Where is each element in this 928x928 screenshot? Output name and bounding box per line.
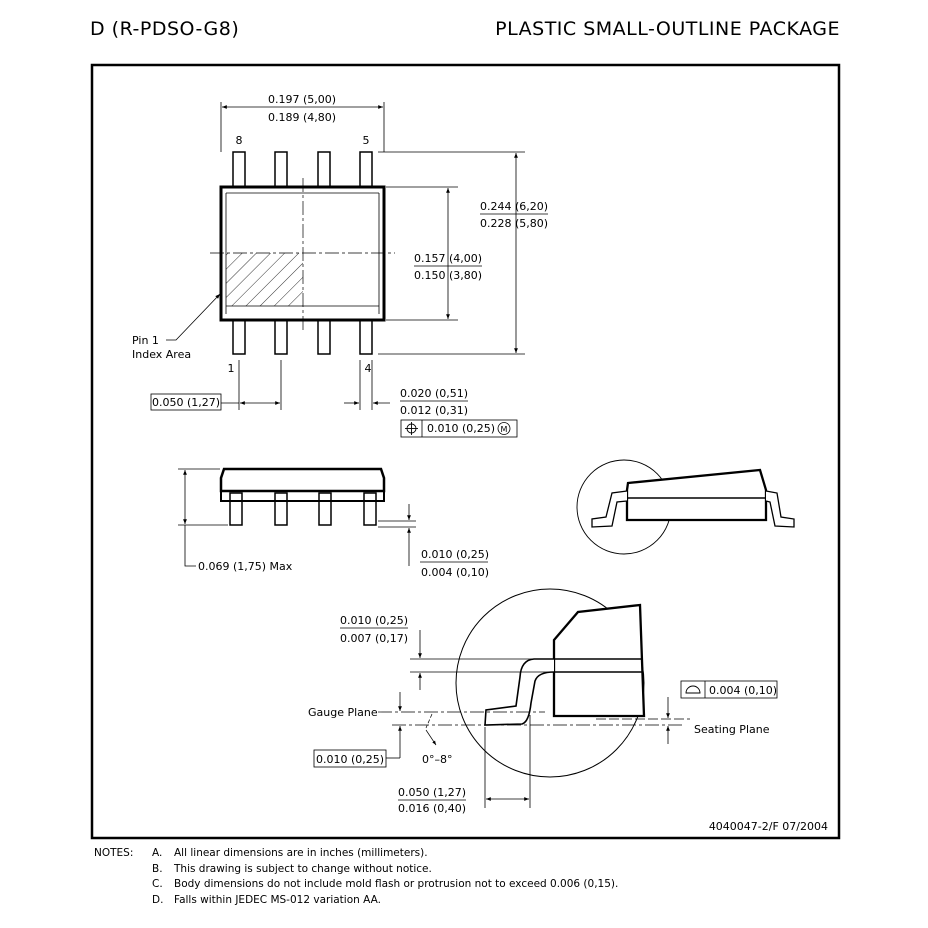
lead-4 bbox=[359, 319, 373, 355]
notes-heading: NOTES: bbox=[94, 847, 134, 859]
detail-view: 0.010 (0,25) 0.007 (0,17) Gauge Plane Se… bbox=[308, 588, 778, 815]
detail-lead bbox=[484, 658, 555, 726]
note-letter: D. bbox=[152, 893, 164, 906]
note-letter: C. bbox=[152, 878, 163, 890]
standoff-max-label: 0.010 (0,25) bbox=[421, 548, 489, 561]
note-row: NOTES: A. All linear dimensions are in i… bbox=[94, 846, 618, 862]
overall-max-label: 0.244 (6,20) bbox=[480, 200, 548, 213]
note-text: Falls within JEDEC MS-012 variation AA. bbox=[174, 893, 381, 906]
pin1-index-area bbox=[226, 253, 303, 306]
side-lead-2 bbox=[274, 492, 288, 526]
foot-length-min-label: 0.016 (0,40) bbox=[398, 802, 466, 815]
side-body bbox=[219, 467, 386, 493]
pin-8-label: 8 bbox=[236, 134, 243, 147]
note-text: All linear dimensions are in inches (mil… bbox=[174, 847, 428, 859]
seating-plane-label: Seating Plane bbox=[694, 723, 770, 736]
lead-6 bbox=[317, 151, 331, 188]
standoff-min-label: 0.004 (0,10) bbox=[421, 566, 489, 579]
position-tolerance-label: 0.010 (0,25) bbox=[427, 422, 495, 435]
lead-5 bbox=[359, 151, 373, 188]
detail-body bbox=[552, 603, 646, 718]
pin-1-label: 1 bbox=[228, 362, 235, 375]
pitch-label: 0.050 (1,27) bbox=[152, 396, 220, 409]
side-view: 0.069 (1,75) Max 0.010 (0,25) 0.004 (0,1… bbox=[178, 467, 489, 579]
lead-1 bbox=[232, 319, 246, 355]
side-lead-3 bbox=[318, 492, 332, 526]
height-max-label: 0.069 (1,75) Max bbox=[198, 560, 293, 573]
note-letter: B. bbox=[152, 862, 163, 875]
note-text: This drawing is subject to change withou… bbox=[174, 862, 432, 875]
side-lead-4 bbox=[363, 492, 377, 526]
overall-min-label: 0.228 (5,80) bbox=[480, 217, 548, 230]
body-min-label: 0.150 (3,80) bbox=[414, 269, 482, 282]
lead-thickness-min-label: 0.007 (0,17) bbox=[340, 632, 408, 645]
drawing-number: 4040047-2/F 07/2004 bbox=[709, 820, 828, 833]
lead-7 bbox=[274, 151, 288, 188]
flatness-profile-icon bbox=[685, 685, 701, 694]
lead-8 bbox=[232, 151, 246, 188]
lead-3 bbox=[317, 319, 331, 355]
end-view bbox=[576, 459, 795, 555]
coplanarity-frame bbox=[680, 680, 778, 699]
pin-4-label: 4 bbox=[365, 362, 372, 375]
note-text: Body dimensions do not include mold flas… bbox=[174, 878, 619, 890]
lead-width-max-label: 0.020 (0,51) bbox=[400, 387, 468, 400]
drawing-frame bbox=[90, 63, 841, 840]
side-lead-1 bbox=[229, 492, 243, 526]
mmc-modifier-label: M bbox=[501, 425, 508, 434]
lead-width-min-label: 0.012 (0,31) bbox=[400, 404, 468, 417]
top-view: 0.197 (5,00) 0.189 (4,80) 8 5 0.244 (6,2… bbox=[132, 93, 548, 438]
gauge-offset-box bbox=[313, 749, 387, 768]
pin-5-label: 5 bbox=[363, 134, 370, 147]
pin1-label: Pin 1 bbox=[132, 334, 159, 347]
package-code-title: D (R-PDSO-G8) bbox=[90, 18, 240, 40]
width-max-label: 0.197 (5,00) bbox=[268, 93, 336, 106]
side-body-lower bbox=[220, 490, 385, 502]
width-min-label: 0.189 (4,80) bbox=[268, 111, 336, 124]
gauge-offset-label: 0.010 (0,25) bbox=[316, 753, 384, 766]
gauge-plane-label: Gauge Plane bbox=[308, 706, 378, 719]
angle-range-label: 0°–8° bbox=[422, 753, 453, 766]
lead-thickness-max-label: 0.010 (0,25) bbox=[340, 614, 408, 627]
note-row: B. This drawing is subject to change wit… bbox=[94, 862, 618, 878]
body-max-label: 0.157 (4,00) bbox=[414, 252, 482, 265]
note-letter: A. bbox=[152, 847, 163, 859]
pin1-index-label: Index Area bbox=[132, 348, 191, 361]
notes-section: NOTES: A. All linear dimensions are in i… bbox=[94, 846, 618, 908]
lead-2 bbox=[274, 319, 288, 355]
foot-length-max-label: 0.050 (1,27) bbox=[398, 786, 466, 799]
pitch-box bbox=[150, 393, 222, 411]
mmc-modifier-icon bbox=[497, 422, 511, 435]
package-title: PLASTIC SMALL-OUTLINE PACKAGE bbox=[495, 18, 840, 40]
coplanarity-label: 0.004 (0,10) bbox=[709, 684, 777, 697]
note-row: D. Falls within JEDEC MS-012 variation A… bbox=[94, 893, 618, 909]
note-row: C. Body dimensions do not include mold f… bbox=[94, 877, 618, 893]
position-tolerance-frame bbox=[400, 419, 518, 438]
